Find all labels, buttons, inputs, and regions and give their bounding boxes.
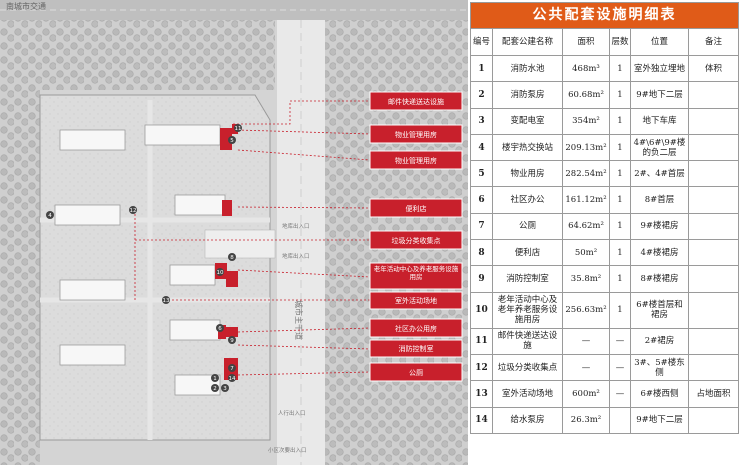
main-road-label: 城市主干道 [294, 300, 304, 340]
callout-property-management-2: 物业管理用房 [369, 150, 463, 170]
marker-14: 14 [228, 374, 236, 382]
svg-text:物业管理用房: 物业管理用房 [395, 156, 437, 165]
marker-9: 9 [228, 336, 236, 344]
svg-text:物业管理用房: 物业管理用房 [395, 130, 437, 139]
svg-text:邮件快递送达设施: 邮件快递送达设施 [388, 97, 444, 106]
number-markers: 1 2 3 4 5 6 7 8 9 10 11 12 13 14 [46, 124, 242, 392]
svg-text:7: 7 [230, 366, 234, 372]
header-name: 配套公建名称 [492, 28, 563, 56]
svg-text:11: 11 [235, 126, 242, 132]
marker-2: 2 [211, 384, 219, 392]
callout-elderly-center: 老年活动中心及养老服务设施用房 [369, 262, 463, 290]
marker-5: 5 [228, 136, 236, 144]
svg-text:14: 14 [229, 376, 236, 382]
svg-text:12: 12 [130, 208, 137, 214]
svg-text:6: 6 [218, 326, 222, 332]
svg-text:5: 5 [230, 138, 234, 144]
entry-labels: 地库出入口 地库出入口 人行出入口 小区次要出入口 [268, 222, 310, 454]
svg-text:室外活动场地: 室外活动场地 [395, 296, 437, 305]
central-plaza [204, 229, 276, 259]
header-remarks: 备注 [688, 28, 739, 56]
header-number: 编号 [470, 28, 493, 56]
svg-text:垃圾分类收集点: 垃圾分类收集点 [392, 236, 441, 245]
leader-lines [134, 100, 371, 376]
header-location: 位置 [630, 28, 689, 56]
callout-public-toilet: 公厕 [369, 362, 463, 382]
pedestrian-entry-label: 人行出入口 [278, 409, 306, 417]
marker-6: 6 [216, 324, 224, 332]
svg-text:4: 4 [48, 213, 52, 219]
marker-11: 11 [234, 124, 242, 132]
callout-garbage-collection: 垃圾分类收集点 [369, 230, 463, 250]
callout-list: 邮件快递送达设施 物业管理用房 物业管理用房 便利店 垃圾分类收集点 老年活动中… [369, 91, 463, 382]
marker-1: 1 [211, 374, 219, 382]
svg-text:13: 13 [163, 298, 170, 304]
table-title: 公共配套设施明细表 [470, 2, 739, 28]
top-road-label: 南城市交通 [6, 1, 46, 11]
marker-4: 4 [46, 211, 54, 219]
marker-13: 13 [162, 296, 170, 304]
marker-10: 10 [216, 268, 224, 276]
vehicle-entry-upper-label: 地库出入口 [282, 222, 310, 230]
svg-text:1: 1 [213, 376, 217, 382]
vehicle-entry-lower-label: 地库出入口 [282, 252, 310, 260]
svg-text:9: 9 [230, 338, 234, 344]
north-tree-band [0, 20, 275, 90]
svg-text:社区办公用房: 社区办公用房 [395, 324, 437, 333]
svg-text:8: 8 [230, 255, 234, 261]
svg-text:消防控制室: 消防控制室 [399, 344, 434, 353]
marker-12: 12 [129, 206, 137, 214]
table-header-row: 编号 配套公建名称 面积 层数 位置 备注 [470, 28, 739, 56]
svg-text:便利店: 便利店 [406, 204, 427, 213]
header-floors: 层数 [609, 28, 631, 56]
svg-text:2: 2 [213, 386, 217, 392]
marker-3: 3 [221, 384, 229, 392]
callout-property-management-1: 物业管理用房 [369, 124, 463, 144]
callout-mail-delivery: 邮件快递送达设施 [369, 91, 463, 111]
marker-7: 7 [228, 364, 236, 372]
svg-text:公厕: 公厕 [409, 369, 423, 377]
site-plan: 南城市交通 城市主干道 [0, 0, 468, 465]
callout-community-office: 社区办公用房 [369, 318, 463, 338]
callout-convenience-store: 便利店 [369, 198, 463, 218]
svg-text:10: 10 [217, 270, 224, 276]
marker-8: 8 [228, 253, 236, 261]
callout-outdoor-activity: 室外活动场地 [369, 291, 463, 310]
callout-fire-control: 消防控制室 [369, 339, 463, 358]
svg-text:3: 3 [223, 386, 227, 392]
west-tree-band [0, 90, 40, 465]
bottom-entry-label: 小区次要出入口 [268, 446, 307, 454]
header-area: 面积 [562, 28, 610, 56]
